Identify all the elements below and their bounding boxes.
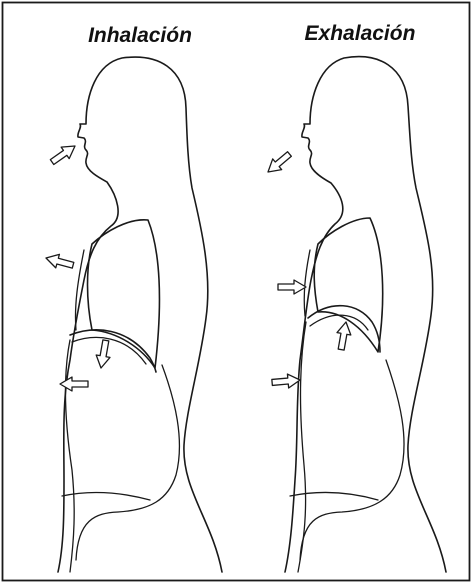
inhale-abdomen-wall bbox=[76, 365, 179, 560]
exhale-abdomen-wall bbox=[300, 360, 404, 560]
inhale-lung bbox=[88, 220, 160, 368]
exhale-chest-in-arrow-icon bbox=[278, 280, 306, 294]
exhale-air-out-arrow-icon bbox=[264, 149, 294, 178]
exhale-diaphragm-up-arrow-icon bbox=[334, 321, 353, 351]
inhale-lap bbox=[62, 493, 150, 500]
inhale-abdomen-out-arrow-icon bbox=[60, 377, 88, 391]
exhale-figure bbox=[264, 57, 446, 572]
inhale-diaphragm bbox=[70, 330, 156, 372]
inhale-body-outline bbox=[58, 57, 222, 572]
title-inhalacion: Inhalación bbox=[88, 24, 192, 47]
inhale-chest-out-arrow-icon bbox=[44, 251, 75, 272]
exhale-lap bbox=[290, 493, 378, 500]
exhale-abdomen-in-arrow-icon bbox=[271, 373, 300, 389]
inhale-figure bbox=[44, 57, 222, 572]
inhale-diaphragm-down-arrow-icon bbox=[94, 339, 113, 369]
inhale-air-in-arrow-icon bbox=[48, 140, 79, 168]
title-exhalacion: Exhalación bbox=[305, 22, 416, 45]
